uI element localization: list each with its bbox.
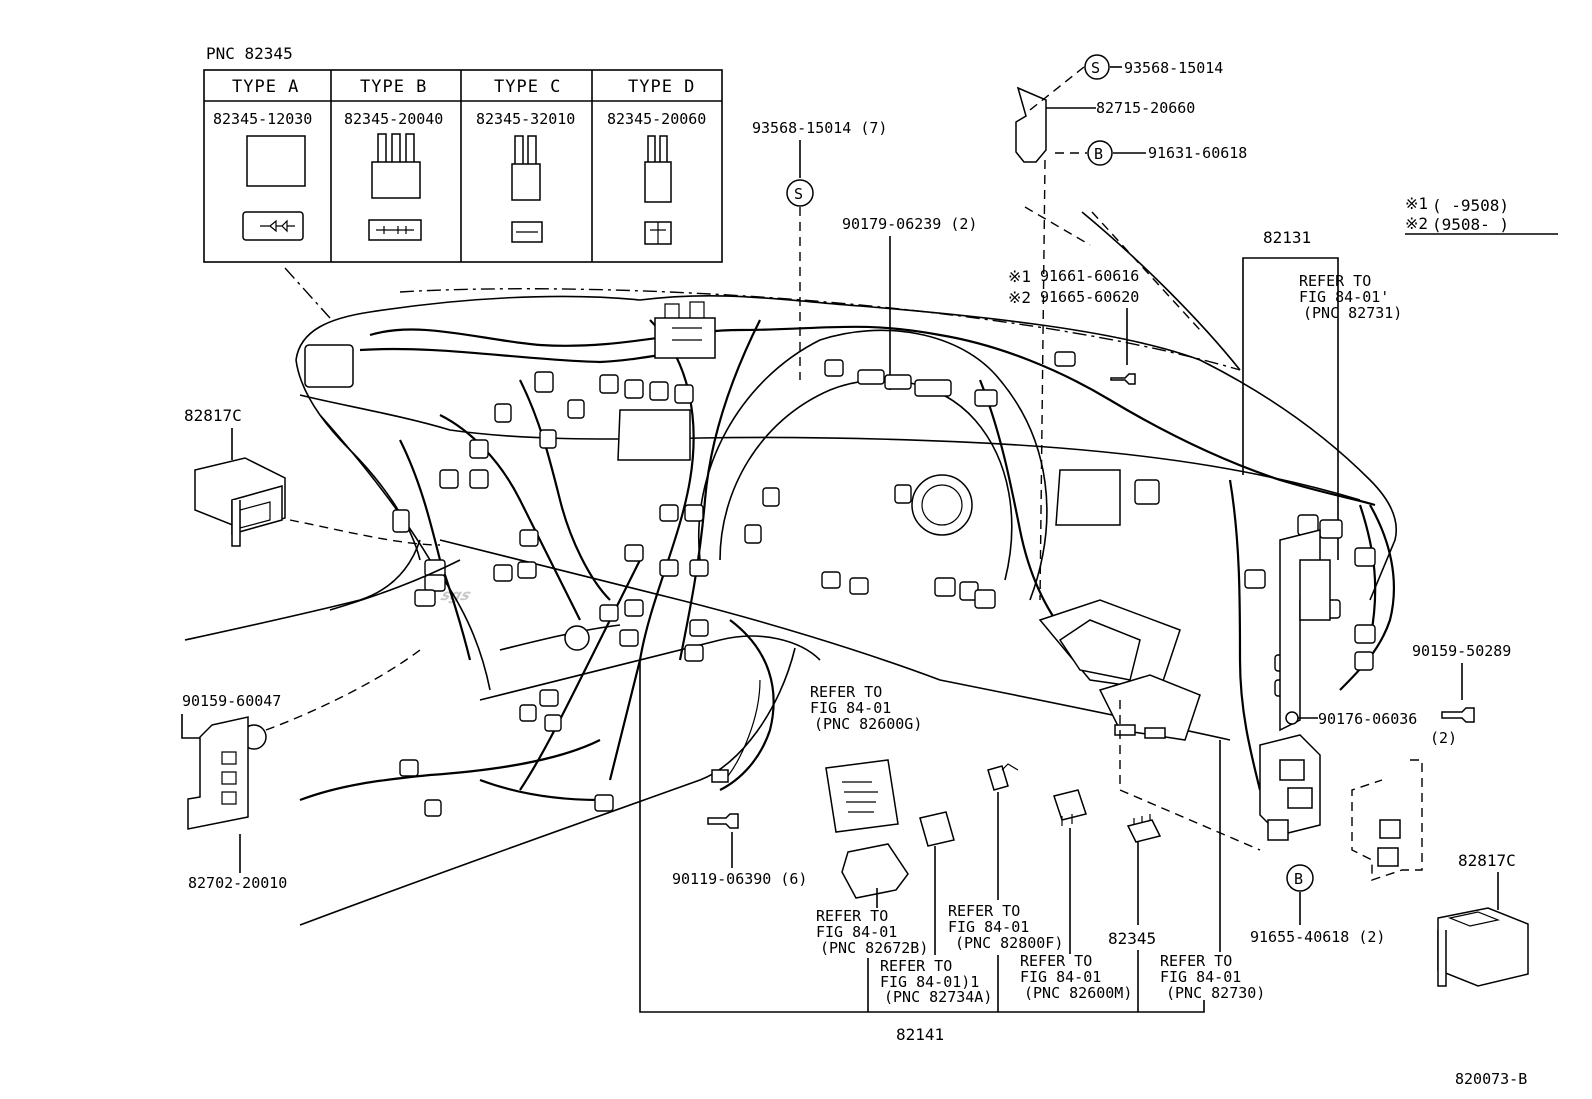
left-relay-82817c: 82817C xyxy=(184,406,461,641)
refer-82600m-l1: REFER TO xyxy=(1020,952,1092,970)
refer-82730-l1: REFER TO xyxy=(1160,952,1232,970)
watermark: sgs xyxy=(439,586,474,603)
refer-82600g-l2: FIG 84-01 xyxy=(810,699,891,717)
bracket-82715 xyxy=(1015,86,1047,163)
bolt-left-label: 90159-60047 xyxy=(182,692,281,710)
variant-bolt-labels: ※1 91661-60616 ※2 91665-60620 xyxy=(1008,267,1139,385)
refer-82800f: REFER TO FIG 84-01 (PNC 82800F) xyxy=(948,763,1063,952)
bolt-right2-qty: (2) xyxy=(1430,729,1457,747)
refer-82600m-l2: FIG 84-01 xyxy=(1020,968,1101,986)
screw-s-symbol: S xyxy=(794,185,803,203)
clip-label: 90179-06239 (2) xyxy=(842,215,977,233)
left-relay-label: 82817C xyxy=(184,406,242,425)
refer-82672b-l2: FIG 84-01 xyxy=(816,923,897,941)
legend-mark-2: ※2 xyxy=(1405,214,1428,233)
refer-82731-l2: FIG 84-01' xyxy=(1299,288,1389,306)
legend-range-1: ( -9508) xyxy=(1432,196,1509,215)
screw-s-symbol-circle xyxy=(786,179,814,207)
refer-82600g-l3: (PNC 82600G) xyxy=(814,715,922,733)
bolt-bottom: 90119-06390 (6) xyxy=(672,679,807,888)
type-d-header: TYPE D xyxy=(628,77,695,97)
harness-82131-label: 82131 xyxy=(1263,228,1311,247)
b-symbol-bottom: B xyxy=(1294,870,1303,888)
harness-82141-label: 82141 xyxy=(896,1025,944,1044)
refer-82800f-l2: FIG 84-01 xyxy=(948,918,1029,936)
refer-82734a: REFER TO FIG 84-01)1 (PNC 82734A) xyxy=(880,811,992,1006)
b-part-number: 91631-60618 xyxy=(1148,144,1247,162)
left-bracket-82702: 90159-60047 82702-20010 xyxy=(181,647,796,926)
refer-82672b: REFER TO FIG 84-01 (PNC 82672B) xyxy=(816,843,928,957)
refer-82800f-l1: REFER TO xyxy=(948,902,1020,920)
s-symbol-circle xyxy=(1084,54,1110,80)
refer-82600g: REFER TO FIG 84-01 (PNC 82600G) xyxy=(810,683,922,833)
screw-label: 93568-15014 (7) xyxy=(752,119,887,137)
variant-part-1: 91661-60616 xyxy=(1040,267,1139,285)
watermark-text: sgs xyxy=(439,586,474,603)
type-c-part: 82345-32010 xyxy=(476,110,575,128)
refer-82600m-l3: (PNC 82600M) xyxy=(1024,984,1132,1002)
type-a-header: TYPE A xyxy=(232,77,299,97)
variant-part-2: 91665-60620 xyxy=(1040,288,1139,306)
s-symbol: S xyxy=(1091,59,1100,77)
refer-82730-l2: FIG 84-01 xyxy=(1160,968,1241,986)
variant-bolt-icon xyxy=(1110,373,1136,385)
right-relay-82817c: 82817C xyxy=(1437,851,1529,987)
type-b-part: 82345-20040 xyxy=(344,110,443,128)
type-d-relay-icon xyxy=(644,135,672,245)
type-c-header: TYPE C xyxy=(494,77,561,97)
table-frame xyxy=(203,69,723,263)
refer-82730-l3: (PNC 82730) xyxy=(1166,984,1265,1002)
right-relay-label: 82817C xyxy=(1458,851,1516,870)
pnc-header: PNC 82345 xyxy=(206,44,293,63)
bracket-left-label: 82702-20010 xyxy=(188,874,287,892)
variant-mark-2: ※2 xyxy=(1008,288,1031,307)
type-c-relay-icon xyxy=(511,135,543,243)
bracket-part-number: 82715-20660 xyxy=(1096,99,1195,117)
refer-82730: REFER TO FIG 84-01 (PNC 82730) xyxy=(1160,740,1265,1002)
pnc-type-table: PNC 82345 TYPE A TYPE B TYPE C TYPE D 82… xyxy=(203,44,723,263)
refer-82672b-l1: REFER TO xyxy=(816,907,888,925)
b-symbol: B xyxy=(1094,145,1103,163)
right-bolts: 90159-50289 90176-06036 (2) B 91655-4061… xyxy=(1250,642,1511,946)
variant-mark-1: ※1 xyxy=(1008,267,1031,286)
legend: ※1 ( -9508) ※2 (9508- ) xyxy=(1405,194,1558,235)
harness-82131-callout: 82131 REFER TO FIG 84-01' (PNC 82731) xyxy=(1242,228,1402,560)
bolt-stack: S 93568-15014 82715-20660 B 91631-60618 xyxy=(1015,54,1247,601)
refer-82734a-l2: FIG 84-01)1 xyxy=(880,973,979,991)
relay-82345-label: 82345 xyxy=(1108,929,1156,948)
refer-82731-l1: REFER TO xyxy=(1299,272,1371,290)
legend-mark-1: ※1 xyxy=(1405,194,1428,213)
bolt-b-bottom-label: 91655-40618 (2) xyxy=(1250,928,1385,946)
harness-82141-callout: 82141 xyxy=(639,660,1205,1044)
type-d-part: 82345-20060 xyxy=(607,110,706,128)
s-part-number: 93568-15014 xyxy=(1124,59,1223,77)
figure-code: 820073-B xyxy=(1455,1070,1527,1088)
type-a-relay-icon xyxy=(242,135,306,241)
refer-82734a-l3: (PNC 82734A) xyxy=(884,988,992,1006)
b-symbol-circle xyxy=(1087,140,1113,166)
bolt-bottom-label: 90119-06390 (6) xyxy=(672,870,807,888)
refer-82600g-l1: REFER TO xyxy=(810,683,882,701)
relay-82345: 82345 xyxy=(1108,814,1162,948)
type-b-header: TYPE B xyxy=(360,77,427,97)
legend-range-2: (9508- ) xyxy=(1432,215,1509,234)
bolt-right-label: 90159-50289 xyxy=(1412,642,1511,660)
type-b-relay-icon xyxy=(368,133,422,241)
bolt-right2-label: 90176-06036 xyxy=(1318,710,1417,728)
refer-82731-l3: (PNC 82731) xyxy=(1303,304,1402,322)
refer-82672b-l3: (PNC 82672B) xyxy=(820,939,928,957)
type-a-part: 82345-12030 xyxy=(213,110,312,128)
refer-82800f-l3: (PNC 82800F) xyxy=(955,934,1063,952)
refer-82734a-l1: REFER TO xyxy=(880,957,952,975)
instrument-panel-harness xyxy=(295,294,1423,881)
refer-82600m: REFER TO FIG 84-01 (PNC 82600M) xyxy=(1020,789,1132,1002)
